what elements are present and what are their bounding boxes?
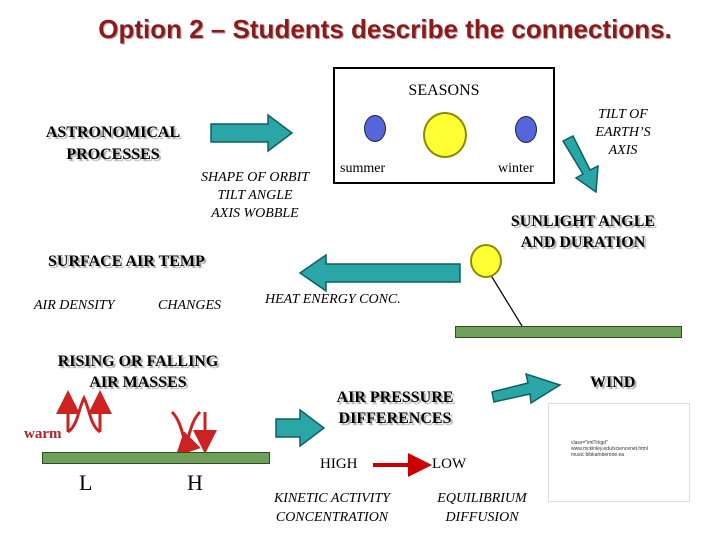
wind-image-line2: www.mckinley.edu/sciencenet.html xyxy=(571,446,648,452)
tilt-line2: EARTH’S xyxy=(595,125,651,140)
falling-air-arrows xyxy=(170,410,202,452)
equilibrium-line2: DIFFUSION xyxy=(445,510,519,525)
sunlight-ground xyxy=(455,326,682,338)
sun-icon xyxy=(423,112,467,158)
arrow-air-masses-to-pressure xyxy=(275,408,326,448)
tilt-of-earths-axis: TILT OF EARTH’S AXIS xyxy=(568,106,678,160)
winter-earth-icon xyxy=(515,116,537,143)
kinetic-line2: CONCENTRATION xyxy=(275,510,389,525)
sunlight-angle-duration: SUNLIGHT ANGLE AND DURATION xyxy=(490,211,676,253)
slide-title: Option 2 – Students describe the connect… xyxy=(98,14,672,44)
rising-falling-air-masses: RISING OR FALLING AIR MASSES xyxy=(34,351,242,393)
rising-falling-line2: AIR MASSES xyxy=(89,374,187,391)
arrow-sunlight-to-temp xyxy=(298,253,461,293)
high-label: HIGH xyxy=(320,456,358,472)
kinetic-activity: KINETIC ACTIVITY CONCENTRATION xyxy=(250,489,414,527)
process-tilt-angle: TILT ANGLE xyxy=(217,188,293,203)
summer-label: summer xyxy=(340,161,386,176)
astronomical-line1: ASTRONOMICAL xyxy=(45,124,181,141)
processes-list: SHAPE OF ORBIT TILT ANGLE AXIS WOBBLE xyxy=(170,169,340,223)
kinetic-line1: KINETIC ACTIVITY xyxy=(273,491,391,506)
air-density: AIR DENSITY xyxy=(34,298,115,313)
air-pressure-line1: AIR PRESSURE xyxy=(336,389,454,406)
arrow-astronomical-to-seasons xyxy=(210,113,294,153)
tilt-line3: AXIS xyxy=(608,143,638,158)
air-pressure-line2: DIFFERENCES xyxy=(338,410,452,427)
process-axis-wobble: AXIS WOBBLE xyxy=(211,206,299,221)
wind-image-line3: music bibkamberooe.ea xyxy=(571,452,625,458)
wind-image-line1: class="imlTrkgd" xyxy=(571,440,608,446)
arrow-tilt-to-sunlight xyxy=(561,134,599,194)
equilibrium-diffusion: EQUILIBRIUM DIFFUSION xyxy=(420,489,544,527)
equilibrium-line1: EQUILIBRIUM xyxy=(437,491,527,506)
winter-label: winter xyxy=(498,161,534,176)
seasons-heading: SEASONS xyxy=(408,82,480,99)
astronomical-processes: ASTRONOMICAL PROCESSES xyxy=(28,122,198,166)
wind-image: class="imlTrkgd" www.mckinley.edu/scienc… xyxy=(548,403,690,502)
summer-earth-icon xyxy=(364,115,386,142)
rising-falling-line1: RISING OR FALLING xyxy=(57,353,219,370)
high-pressure-symbol: H xyxy=(187,470,203,495)
low-label: LOW xyxy=(432,456,467,472)
heat-energy-conc: HEAT ENERGY CONC. xyxy=(265,292,401,307)
wind-label: WIND xyxy=(590,374,636,391)
warm-label: warm xyxy=(24,426,62,442)
air-masses-ground xyxy=(42,452,270,464)
low-pressure-symbol: L xyxy=(79,470,93,495)
sunlight-line2: AND DURATION xyxy=(520,234,646,251)
air-pressure-differences: AIR PRESSURE DIFFERENCES xyxy=(316,387,474,429)
tilt-line1: TILT OF xyxy=(598,107,648,122)
changes: CHANGES xyxy=(158,298,221,313)
sunlight-sun-icon xyxy=(470,244,502,278)
process-shape-of-orbit: SHAPE OF ORBIT xyxy=(200,170,310,185)
surface-air-temp: SURFACE AIR TEMP xyxy=(48,253,205,270)
wind-image-text: class="imlTrkgd" www.mckinley.edu/scienc… xyxy=(571,440,671,458)
sunlight-line1: SUNLIGHT ANGLE xyxy=(510,213,656,230)
rising-air-arrows xyxy=(67,394,101,434)
astronomical-line2: PROCESSES xyxy=(66,146,160,163)
arrow-to-wind xyxy=(491,372,562,405)
